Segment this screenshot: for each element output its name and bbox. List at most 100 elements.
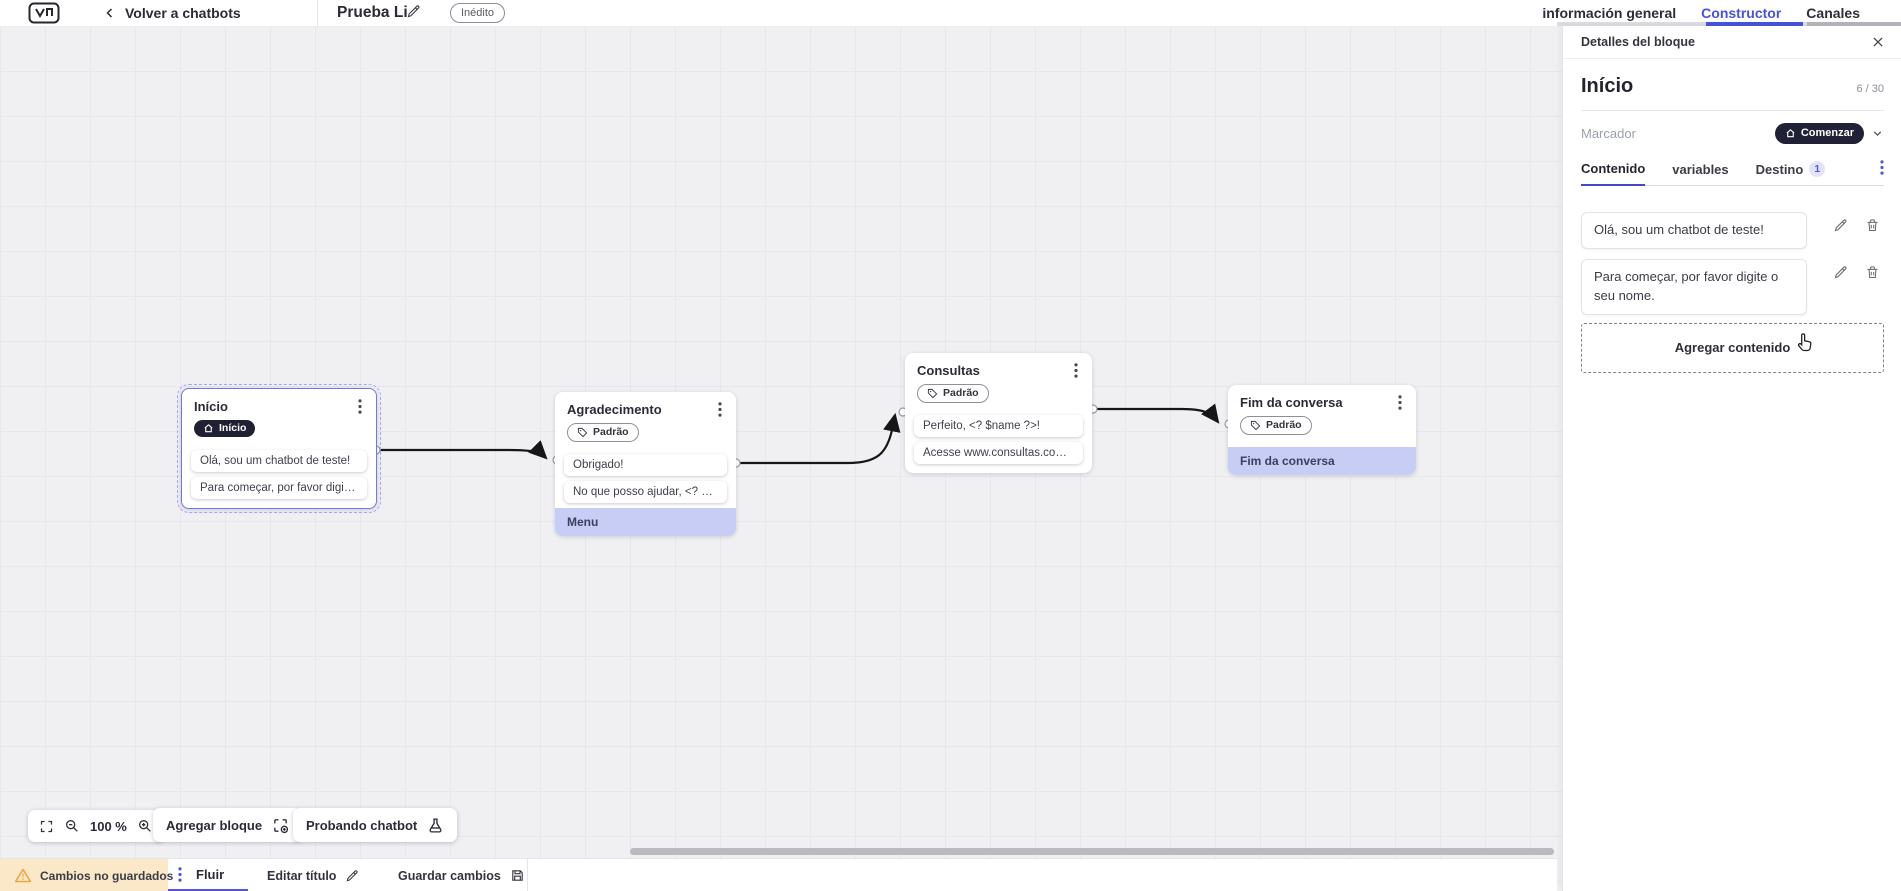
node-message-row[interactable]: Perfeito, <? $name ?>! <box>914 415 1083 437</box>
node-header: Agradecimento <box>555 392 736 421</box>
node-message-row[interactable]: Acesse www.consultas.com par... <box>914 442 1083 464</box>
delete-content-trash-icon[interactable] <box>1865 265 1880 280</box>
node-type-badge: Padrão <box>1240 416 1312 435</box>
edit-content-pencil-icon[interactable] <box>1833 265 1848 280</box>
header-divider <box>317 0 318 26</box>
canvas-zoom-toolbar: 100 % <box>28 810 164 842</box>
kebab-menu-icon[interactable] <box>1072 363 1080 378</box>
tag-icon <box>577 427 588 438</box>
home-icon <box>1785 128 1796 139</box>
add-content-button[interactable]: Agregar contenido <box>1581 322 1884 373</box>
char-counter: 6 / 30 <box>1856 83 1884 95</box>
edit-title-button[interactable]: Editar título <box>267 859 359 891</box>
tab-destino[interactable]: Destino 1 <box>1756 161 1826 185</box>
flow-tab-label: Fluir <box>196 866 225 882</box>
node-badge-row: Padrão <box>555 421 736 449</box>
node-header: Início <box>182 389 376 418</box>
back-label: Volver a chatbots <box>125 5 241 21</box>
bottom-bar-divider <box>527 859 528 891</box>
kebab-menu-icon[interactable] <box>1396 395 1404 410</box>
node-message-row[interactable]: Menu <box>555 508 736 536</box>
node-header: Consultas <box>905 353 1092 382</box>
tab-indicator-track <box>1557 22 1901 26</box>
back-to-chatbots-button[interactable]: Volver a chatbots <box>104 0 241 26</box>
marker-value-pill[interactable]: Comenzar <box>1774 122 1864 144</box>
kebab-menu-icon[interactable] <box>178 866 182 882</box>
edit-title-pencil-icon[interactable] <box>406 4 421 19</box>
zoom-level: 100 % <box>90 818 127 834</box>
chevron-left-icon <box>104 7 116 19</box>
app-logo-icon <box>28 2 60 24</box>
block-title-row: Início 6 / 30 <box>1581 75 1884 111</box>
node-message-row[interactable]: Fim da conversa <box>1228 447 1416 475</box>
block-name: Início <box>1581 75 1634 97</box>
content-list: Olá, sou um chatbot de teste! Para começa… <box>1581 212 1884 315</box>
node-badge-row: Padrão <box>905 382 1092 410</box>
node-message-row[interactable]: Olá, sou um chatbot de teste! <box>191 450 367 472</box>
node-message-row[interactable]: No que posso ajudar, <? $name ... <box>564 481 727 503</box>
content-text-box[interactable]: Olá, sou um chatbot de teste! <box>1581 212 1807 249</box>
delete-content-trash-icon[interactable] <box>1865 218 1880 233</box>
warning-label: Cambios no guardados <box>40 868 174 883</box>
top-header-bar: Volver a chatbots Prueba Li Inédito info… <box>0 0 1901 27</box>
tag-icon <box>927 388 938 399</box>
edge-agradecimento-consultas <box>736 412 901 465</box>
fullscreen-icon[interactable] <box>39 819 54 834</box>
node-message-row[interactable]: Para começar, por favor digite o ... <box>191 477 367 499</box>
bottom-bar: Cambios no guardados Fluir Editar título… <box>0 858 1557 891</box>
panel-body: Início 6 / 30 Marcador Comenzar <box>1563 59 1901 373</box>
node-title: Consultas <box>917 363 980 378</box>
node-badge-row: Início <box>182 418 376 445</box>
tab-canales[interactable]: Canales <box>1806 5 1860 21</box>
tab-variables[interactable]: variables <box>1672 162 1729 177</box>
content-text-box[interactable]: Para começar, por favor digite o seu nom… <box>1581 258 1807 315</box>
destino-count-badge: 1 <box>1809 161 1826 177</box>
status-badge: Inédito <box>450 3 506 23</box>
node-type-badge: Padrão <box>917 384 989 403</box>
block-details-panel: Detalles del bloque Início 6 / 30 Marcad… <box>1562 26 1901 891</box>
marker-value: Comenzar <box>1800 127 1854 139</box>
content-row: Para começar, por favor digite o seu nom… <box>1581 258 1884 315</box>
edge-consultas-fim <box>1093 403 1220 424</box>
panel-kebab-menu-icon[interactable] <box>1880 160 1884 185</box>
flask-icon <box>427 817 444 834</box>
zoom-out-icon[interactable] <box>64 818 80 834</box>
marker-row: Marcador Comenzar <box>1581 111 1884 155</box>
panel-title: Detalles del bloque <box>1581 35 1695 49</box>
edit-content-pencil-icon[interactable] <box>1833 218 1848 233</box>
chevron-down-icon[interactable] <box>1871 127 1884 140</box>
close-icon[interactable] <box>1871 35 1885 49</box>
warning-triangle-icon <box>15 868 31 883</box>
save-label: Guardar cambios <box>398 868 501 883</box>
kebab-menu-icon[interactable] <box>356 399 364 414</box>
marker-label: Marcador <box>1581 125 1636 141</box>
kebab-menu-icon[interactable] <box>716 402 724 417</box>
panel-header: Detalles del bloque <box>1563 26 1901 59</box>
tab-contenido[interactable]: Contenido <box>1581 161 1646 186</box>
horizontal-scrollbar[interactable] <box>630 848 1554 855</box>
node-badge-row: Padrão <box>1228 414 1416 442</box>
save-disk-icon <box>510 868 525 883</box>
tab-informacion-general[interactable]: información general <box>1542 5 1677 21</box>
test-chatbot-button[interactable]: Probando chatbot <box>293 808 458 842</box>
save-changes-button[interactable]: Guardar cambios <box>398 859 525 891</box>
flow-tab[interactable]: Fluir <box>168 859 248 891</box>
node-message-row[interactable]: Obrigado! <box>564 454 727 476</box>
pencil-icon <box>345 869 359 883</box>
tab-scroll-indicator <box>1807 22 1901 26</box>
edge-inicio-agradecimento <box>376 440 548 460</box>
node-title: Fim da conversa <box>1240 395 1343 410</box>
add-block-icon <box>272 817 289 834</box>
node-title: Agradecimento <box>567 402 662 417</box>
add-block-button[interactable]: Agregar bloque <box>153 808 303 842</box>
zoom-in-icon[interactable] <box>137 818 153 834</box>
add-block-label: Agregar bloque <box>166 817 263 833</box>
content-row: Olá, sou um chatbot de teste! <box>1581 212 1884 249</box>
tab-constructor[interactable]: Constructor <box>1701 5 1782 21</box>
